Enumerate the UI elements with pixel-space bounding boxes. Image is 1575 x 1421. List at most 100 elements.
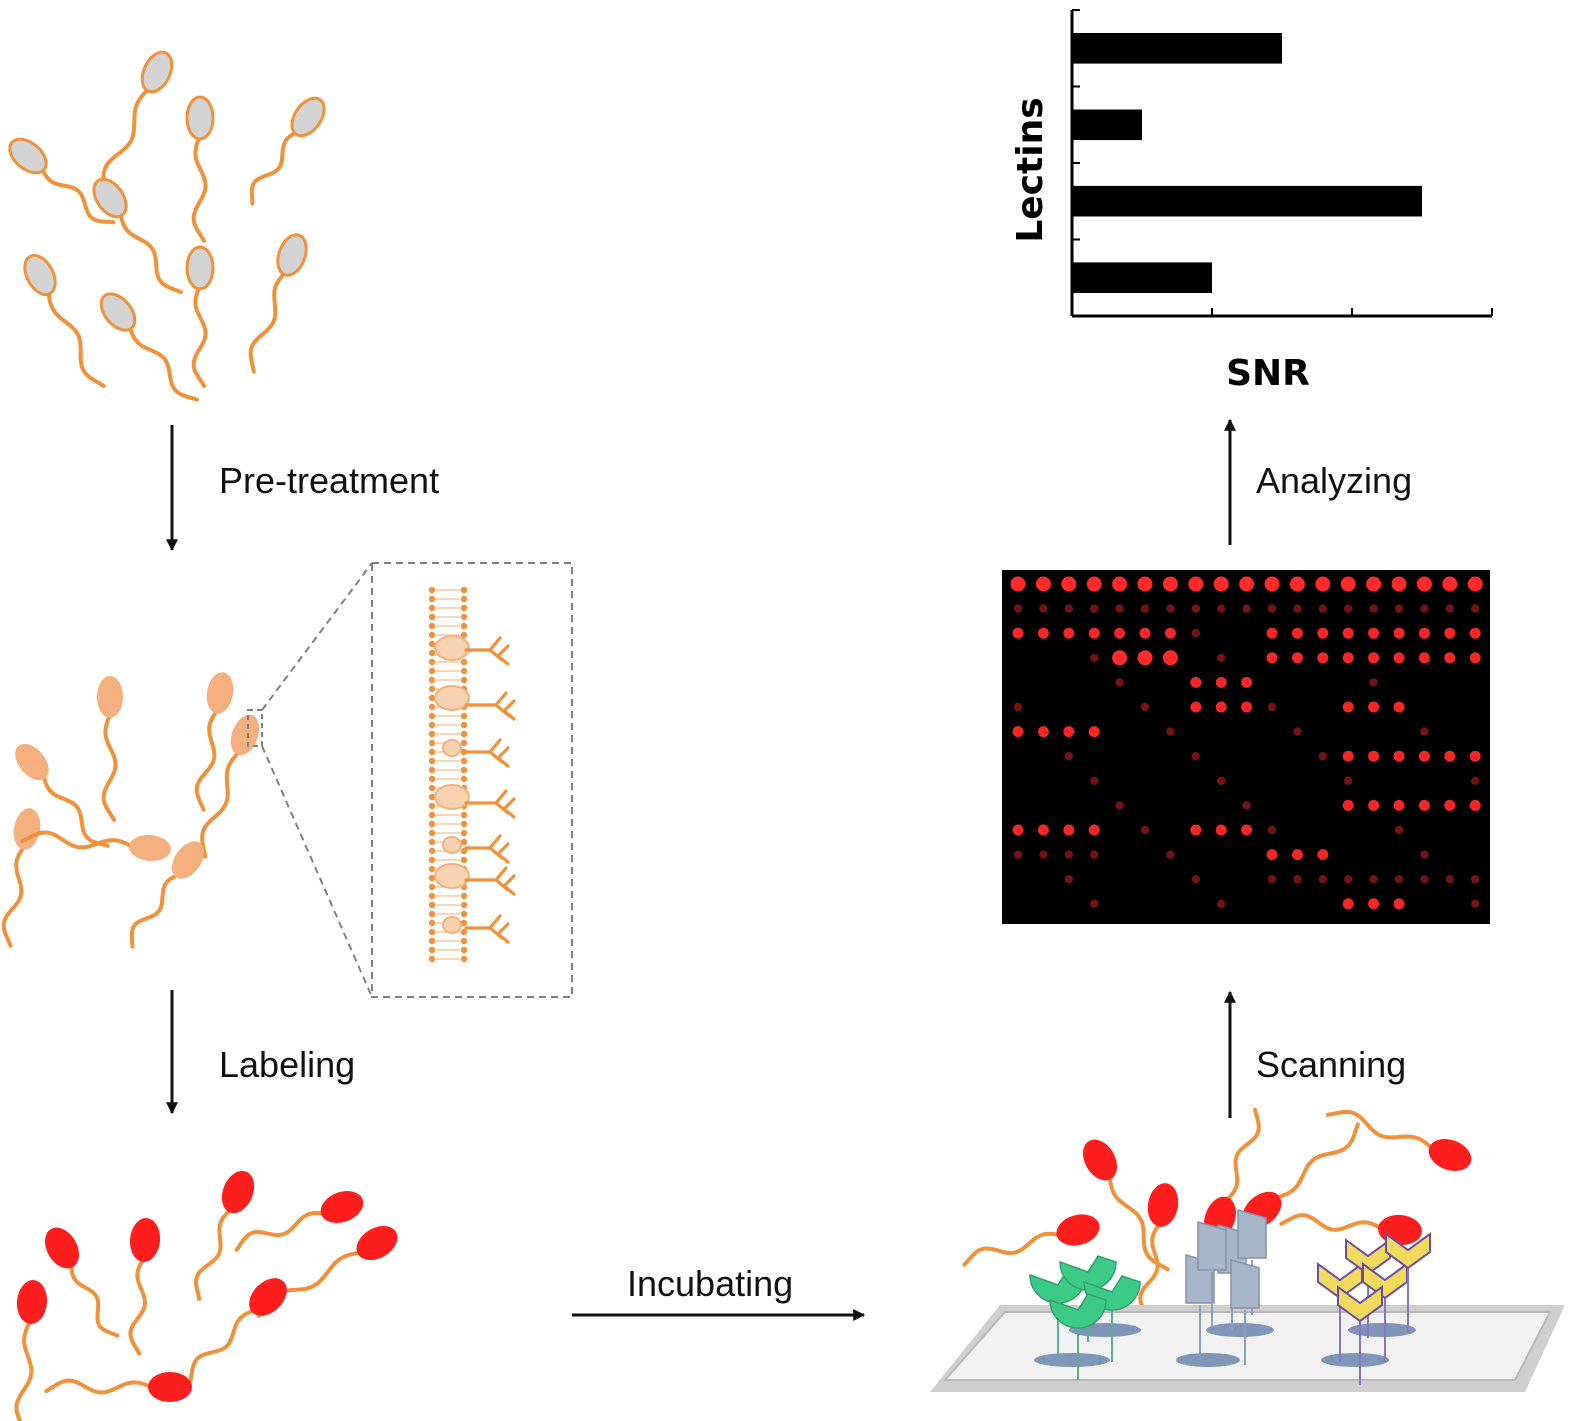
microarray-spot (1217, 604, 1226, 613)
microarray-spot (1291, 849, 1303, 861)
microarray-spot (1166, 604, 1175, 613)
sperm-cell-icon (188, 1278, 287, 1383)
sperm-tail (1274, 1122, 1360, 1200)
microarray-spot (1162, 576, 1178, 592)
zoom-source-box (247, 709, 263, 747)
lipid-head (428, 775, 436, 783)
microarray-spot (1368, 799, 1380, 811)
sperm-head (97, 676, 123, 718)
microarray-spot (1420, 850, 1429, 859)
sperm-cell-icon (101, 50, 174, 197)
microarray-spot (1064, 875, 1074, 884)
sperm-head (356, 1225, 398, 1261)
microarray-spot (1063, 824, 1075, 836)
sperm-cell-icon (1279, 1213, 1422, 1246)
microarray-spot (1342, 799, 1354, 811)
lipid-head (428, 901, 436, 909)
sperm-head (15, 743, 49, 781)
chart-bar (1072, 262, 1212, 293)
lipid-head (428, 739, 436, 747)
lipid-head (428, 595, 436, 603)
spot-pad (1321, 1353, 1389, 1367)
lipid-head (428, 937, 436, 945)
sperm-cell-icon (92, 177, 183, 295)
lipid-head (428, 946, 436, 954)
microarray-spot (1368, 701, 1380, 713)
microarray-spot (1469, 652, 1481, 664)
microarray-spot (1140, 604, 1150, 613)
sperm-head (230, 714, 260, 756)
lipid-head (460, 658, 468, 666)
glycan-chain (464, 834, 510, 864)
lipid-head (428, 658, 436, 666)
microarray-spot (1162, 650, 1178, 666)
microarray-spot (1188, 576, 1204, 592)
lectin-probe-icon (1049, 1293, 1107, 1380)
step-label-labeling: Labeling (219, 1044, 355, 1085)
lipid-head (460, 910, 468, 918)
membrane-protein (434, 863, 470, 889)
sperm-head (1147, 1183, 1179, 1227)
microarray-spot (1289, 576, 1305, 592)
microarray-spot (1012, 824, 1024, 836)
microarray-spot (1293, 727, 1302, 736)
microarray-spot (1191, 604, 1201, 613)
lipid-head (460, 676, 468, 684)
microarray-spot (1215, 701, 1227, 713)
sperm-cell-icon (128, 1218, 161, 1356)
sperm-head (185, 95, 215, 141)
lectin-microarray-slide (930, 1209, 1565, 1392)
sperm-tail (1224, 1107, 1261, 1203)
microarray-spot (1368, 652, 1380, 664)
microarray-spot (1166, 850, 1175, 859)
microarray-spot (1391, 576, 1407, 592)
lipid-head (460, 856, 468, 864)
microarray-spot (1037, 627, 1049, 639)
microarray-spot (1444, 750, 1456, 762)
chart-ticks (1071, 9, 1493, 317)
lipid-head (428, 856, 436, 864)
membrane-protein (434, 784, 470, 810)
microarray-spot (1112, 650, 1128, 666)
chart-bars (1072, 33, 1422, 293)
sperm-tail (962, 1231, 1062, 1267)
lipid-head (460, 937, 468, 945)
sperm-head (221, 1170, 255, 1214)
lipid-head (428, 793, 436, 801)
microarray-spot (1445, 875, 1455, 884)
microarray-spot (1090, 604, 1099, 613)
lipid-head (460, 820, 468, 828)
microarray-spot (1342, 701, 1354, 713)
lipid-head (428, 892, 436, 900)
sperm-cell-icon (1138, 1183, 1179, 1320)
microarray-spot (1369, 875, 1378, 884)
microarray-spot (1164, 627, 1176, 639)
microarray-spot (1217, 899, 1226, 908)
microarray-spot (1012, 627, 1024, 639)
microarray-spot (1293, 604, 1302, 613)
slide-surface (942, 1311, 1552, 1381)
glycan-chain (464, 636, 510, 666)
microarray-spot (1442, 576, 1458, 592)
lectin-probe-icon (1337, 1285, 1383, 1385)
microarray-spot (1291, 627, 1303, 639)
lipid-head (460, 739, 468, 747)
microarray-spot (1191, 875, 1201, 884)
microarray-spot (1369, 604, 1378, 613)
chart-bar (1072, 109, 1142, 141)
sperm-cell-icon (194, 672, 234, 812)
microarray-spot (1393, 627, 1405, 639)
lectin-probe-icon (1230, 1259, 1260, 1365)
membrane-protein (442, 739, 462, 757)
raw-sperm-group (8, 50, 326, 402)
lipid-head (428, 802, 436, 810)
glycan-chain (464, 866, 516, 896)
microarray-spot (1469, 750, 1481, 762)
microarray-spot (1241, 824, 1253, 836)
membrane-protein (442, 836, 462, 854)
microarray-spot (1215, 824, 1227, 836)
sperm-tail (194, 1207, 233, 1301)
sperm-head (1056, 1214, 1100, 1246)
lipid-head (460, 928, 468, 936)
microarray-spot (1420, 604, 1429, 613)
